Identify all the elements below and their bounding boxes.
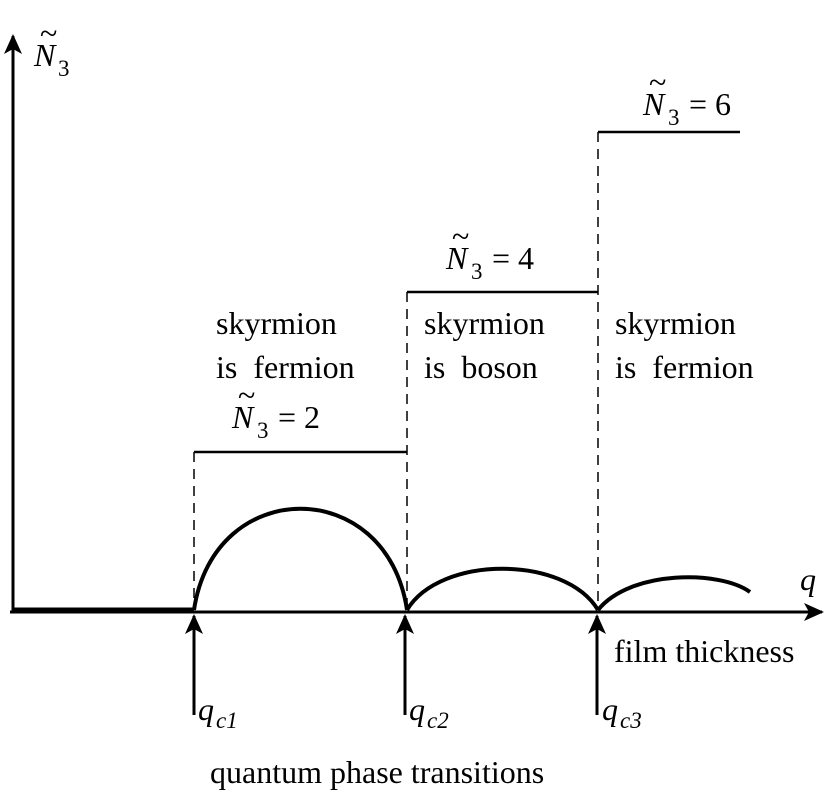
svg-text:3: 3 <box>257 418 269 443</box>
critical-label-2: q c2 <box>409 691 449 733</box>
svg-text:~: ~ <box>238 377 255 413</box>
dome-3 <box>596 575 752 612</box>
dome-1 <box>192 506 409 611</box>
svg-text:skyrmion: skyrmion <box>615 305 736 341</box>
svg-text:= 6: = 6 <box>689 86 731 122</box>
svg-text:N: N <box>445 240 469 276</box>
svg-text:N: N <box>231 399 255 435</box>
x-axis-caption: film thickness <box>614 633 794 669</box>
region-1-text: skyrmion is fermion <box>216 305 355 385</box>
svg-text:skyrmion: skyrmion <box>216 305 337 341</box>
svg-text:3: 3 <box>668 105 680 130</box>
svg-text:q: q <box>409 691 425 727</box>
svg-text:= 2: = 2 <box>278 399 320 435</box>
critical-label-1: q c1 <box>198 691 238 733</box>
svg-text:c2: c2 <box>427 708 449 733</box>
svg-text:~: ~ <box>452 218 469 254</box>
svg-text:is boson: is boson <box>424 349 538 385</box>
svg-text:3: 3 <box>471 259 483 284</box>
critical-label-3: q c3 <box>602 691 642 733</box>
svg-text:skyrmion: skyrmion <box>424 305 545 341</box>
y-axis-label-sub: 3 <box>58 56 70 81</box>
y-axis-label-tilde: ~ <box>40 15 57 51</box>
region-2-text: skyrmion is boson <box>424 305 545 385</box>
x-axis-label: q <box>800 561 816 597</box>
y-axis-label: N <box>33 37 57 73</box>
svg-text:is fermion: is fermion <box>615 349 754 385</box>
level-label-4: N ~ 3 = 4 <box>445 218 534 284</box>
svg-text:q: q <box>602 691 618 727</box>
level-label-2: N ~ 3 = 2 <box>231 377 320 443</box>
svg-text:c3: c3 <box>620 708 642 733</box>
svg-text:~: ~ <box>649 64 666 100</box>
dome-2 <box>405 566 600 612</box>
svg-text:c1: c1 <box>216 708 238 733</box>
region-3-text: skyrmion is fermion <box>615 305 754 385</box>
svg-text:= 4: = 4 <box>492 240 534 276</box>
svg-text:q: q <box>198 691 214 727</box>
level-label-6: N ~ 3 = 6 <box>642 64 731 130</box>
svg-text:is fermion: is fermion <box>216 349 355 385</box>
footer-caption: quantum phase transitions <box>210 754 544 790</box>
svg-text:N: N <box>642 86 666 122</box>
